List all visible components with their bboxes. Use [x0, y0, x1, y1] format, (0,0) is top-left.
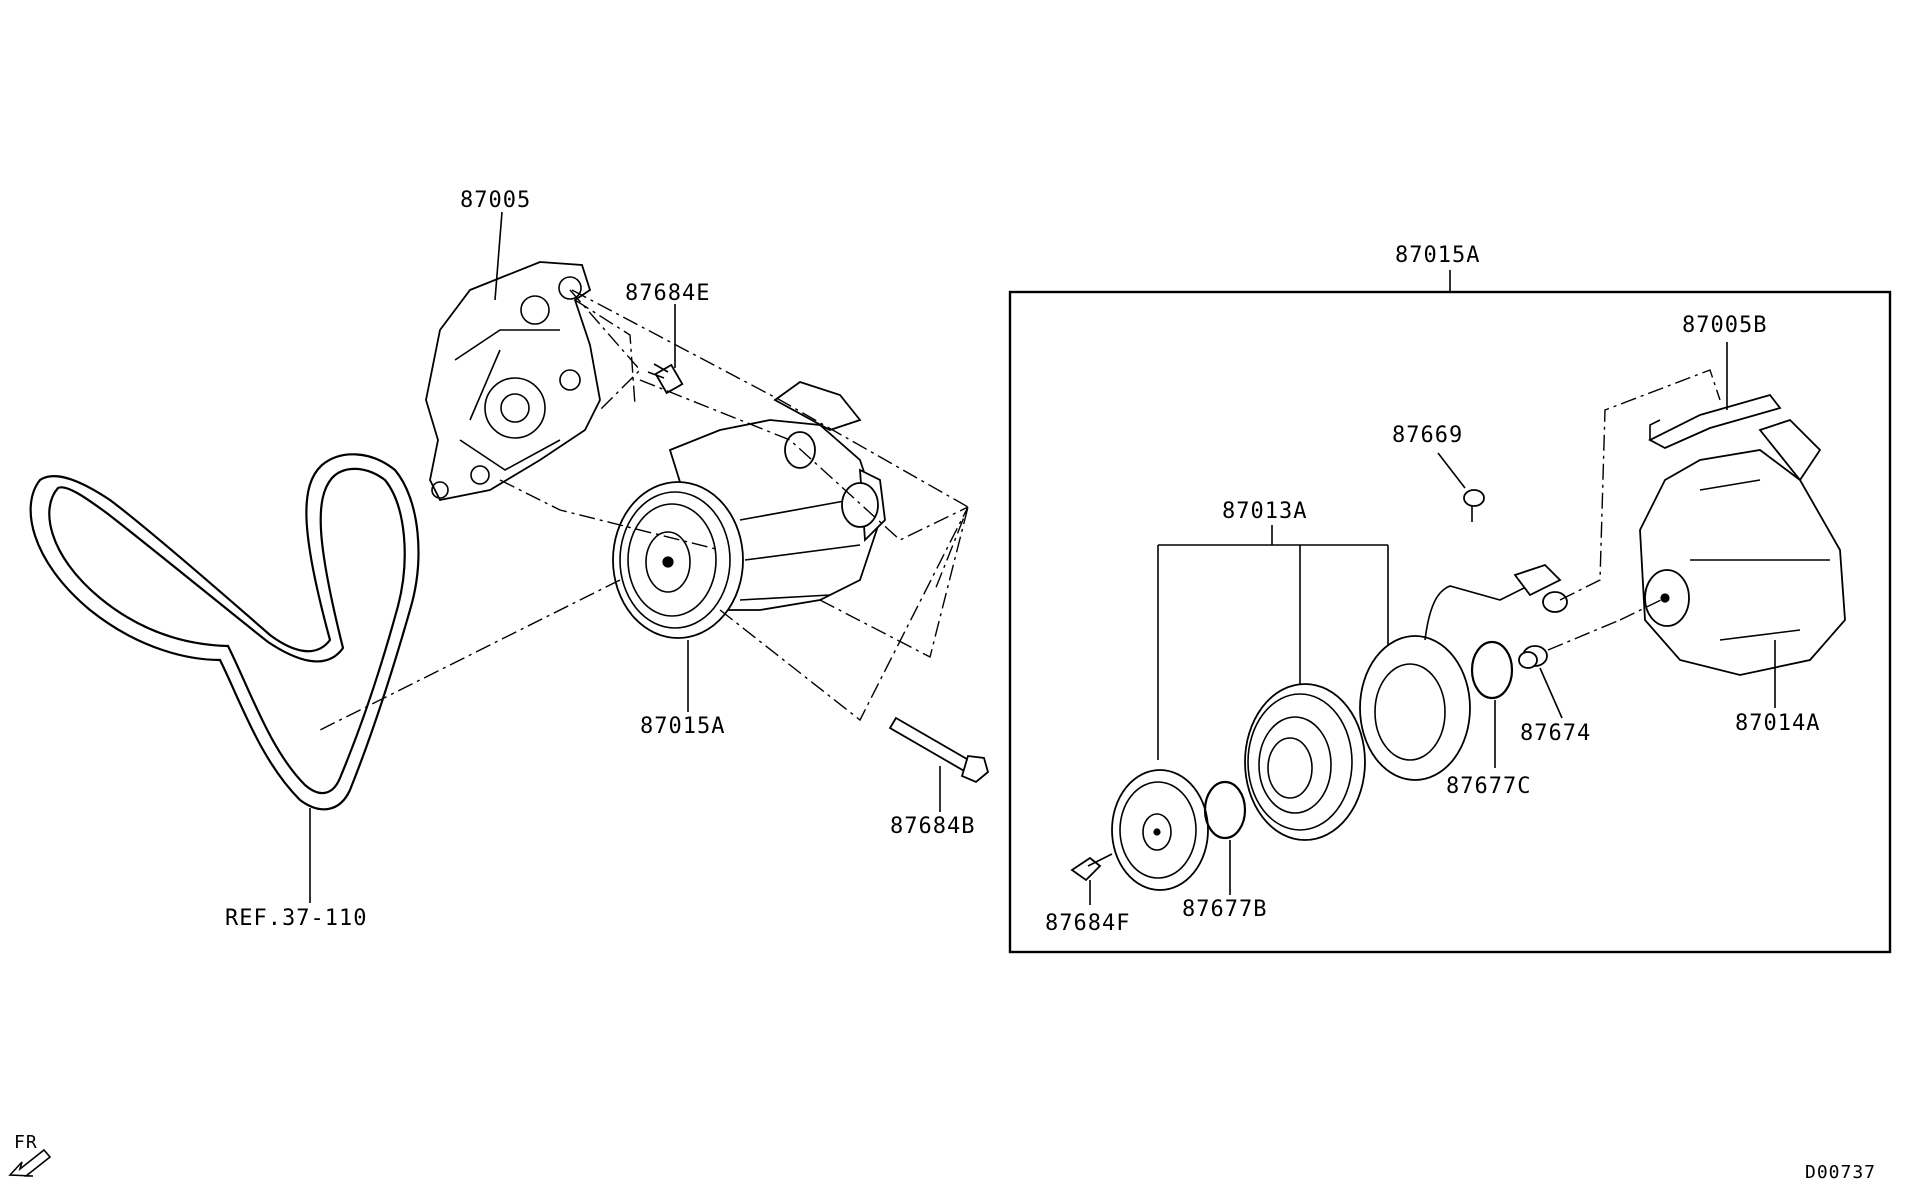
connector — [1513, 563, 1568, 613]
label-snap-ring-c: 87677C — [1446, 774, 1531, 799]
mounting-lines — [319, 289, 969, 731]
label-snap-ring-b: 87677B — [1182, 897, 1267, 922]
label-belt-ref: REF.37-110 — [225, 906, 367, 931]
field-coil — [1359, 584, 1531, 781]
valve-leader — [1539, 667, 1563, 719]
label-kit: 87015A — [1395, 243, 1480, 268]
label-long-bolt: 87684B — [890, 814, 975, 839]
bracket-leader — [494, 211, 503, 301]
front-arrow-icon — [8, 1148, 52, 1177]
label-screw: 87669 — [1392, 423, 1463, 448]
compressor-body — [1639, 418, 1846, 676]
upper-bolt — [647, 363, 684, 395]
screw-leader — [1437, 452, 1466, 489]
pulley — [1244, 683, 1366, 841]
drawing-code: D00737 — [1805, 1162, 1876, 1183]
drive-belt — [29, 453, 420, 811]
kit-dash-lines — [1547, 369, 1721, 651]
screw — [1463, 489, 1485, 522]
snap-ring-c — [1470, 640, 1514, 700]
label-bracket: 87005 — [460, 188, 531, 213]
label-compressor: 87015A — [640, 714, 725, 739]
compressor — [612, 381, 886, 639]
pulley-assy-bracket — [1157, 525, 1389, 760]
clutch-plate — [1111, 769, 1209, 891]
label-pulley-assy: 87013A — [1222, 499, 1307, 524]
label-compressor-body: 87014A — [1735, 711, 1820, 736]
snap-ring-b — [1203, 780, 1247, 840]
front-direction-label: FR — [14, 1132, 38, 1153]
long-bolt — [888, 716, 990, 784]
label-upper-bolt: 87684E — [625, 281, 710, 306]
bracket-b — [1648, 393, 1782, 450]
label-bracket-b: 87005B — [1682, 313, 1767, 338]
label-small-bolt: 87684F — [1045, 911, 1130, 936]
front-direction-marker: FR — [8, 1132, 52, 1177]
compressor-bracket — [425, 261, 601, 502]
valve — [1518, 645, 1548, 669]
label-valve: 87674 — [1520, 721, 1591, 746]
small-bolt — [1070, 853, 1113, 882]
